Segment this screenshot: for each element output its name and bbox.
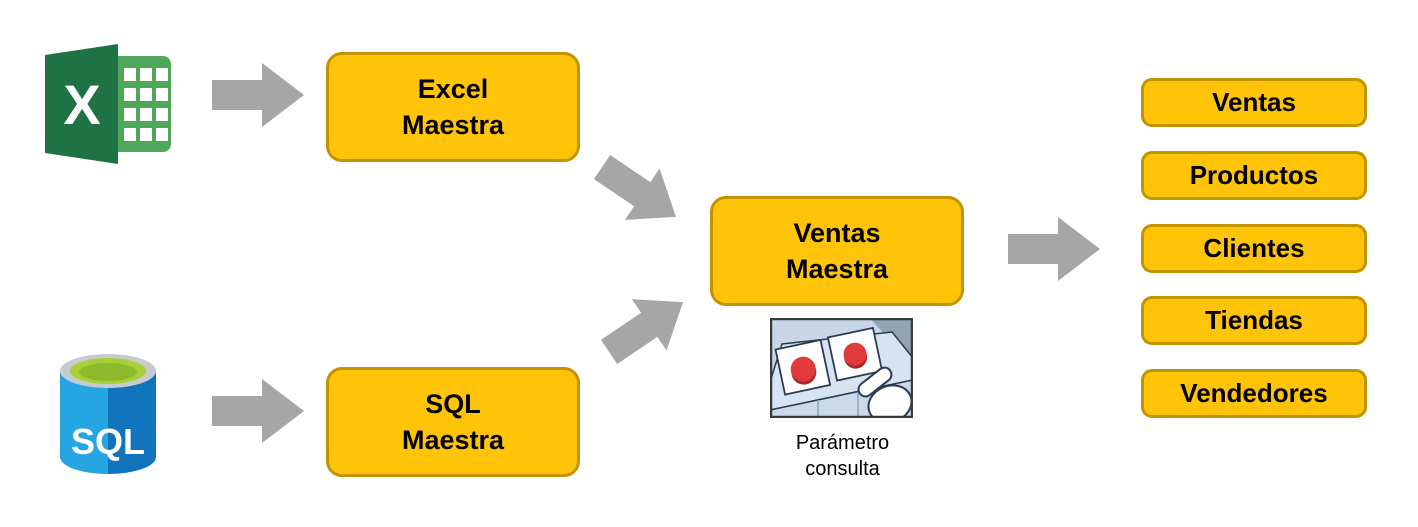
node-ventas-maestra-line2: Maestra — [785, 254, 889, 284]
output-label: Vendedores — [1180, 378, 1328, 408]
parameter-caption-line1: Parámetro — [795, 432, 890, 454]
sql-label-text: SQL — [71, 421, 145, 462]
output-label: Productos — [1189, 160, 1319, 190]
excel-icon: X — [45, 44, 173, 164]
arrow-excel-maestra-to-ventas-maestra — [584, 141, 693, 243]
node-sql-maestra-line2: Maestra — [401, 425, 505, 455]
arrow-sql-maestra-to-ventas-maestra — [591, 276, 700, 378]
node-sql-maestra: SQL Maestra — [326, 367, 580, 477]
output-label: Tiendas — [1205, 305, 1303, 335]
node-output-vendedores: Vendedores — [1141, 369, 1367, 418]
parameter-caption-line2: consulta — [805, 458, 880, 480]
arrow-ventas-maestra-to-outputs — [1008, 217, 1100, 281]
node-ventas-maestra: Ventas Maestra — [710, 196, 964, 306]
excel-grid-cells — [124, 68, 168, 141]
pointing-hand — [857, 366, 913, 418]
node-output-ventas: Ventas — [1141, 78, 1367, 127]
parameter-buttons-illustration — [770, 318, 913, 418]
left-button-panel — [774, 338, 832, 396]
node-excel-maestra: Excel Maestra — [326, 52, 580, 162]
arrow-sql-to-sql-maestra — [212, 379, 304, 443]
sql-database-icon: SQL — [56, 347, 160, 481]
node-output-clientes: Clientes — [1141, 224, 1367, 273]
node-ventas-maestra-line1: Ventas — [793, 218, 881, 248]
node-excel-maestra-line2: Maestra — [401, 110, 505, 140]
right-button-panel — [826, 326, 884, 382]
node-excel-maestra-line1: Excel — [417, 74, 489, 104]
output-label: Ventas — [1212, 87, 1296, 117]
node-output-productos: Productos — [1141, 151, 1367, 200]
output-label: Clientes — [1203, 233, 1305, 263]
parameter-caption: Parámetro consulta — [745, 430, 940, 482]
node-output-tiendas: Tiendas — [1141, 296, 1367, 345]
node-sql-maestra-line1: SQL — [425, 389, 481, 419]
excel-x-letter: X — [63, 73, 100, 136]
arrow-excel-to-excel-maestra — [212, 63, 304, 127]
